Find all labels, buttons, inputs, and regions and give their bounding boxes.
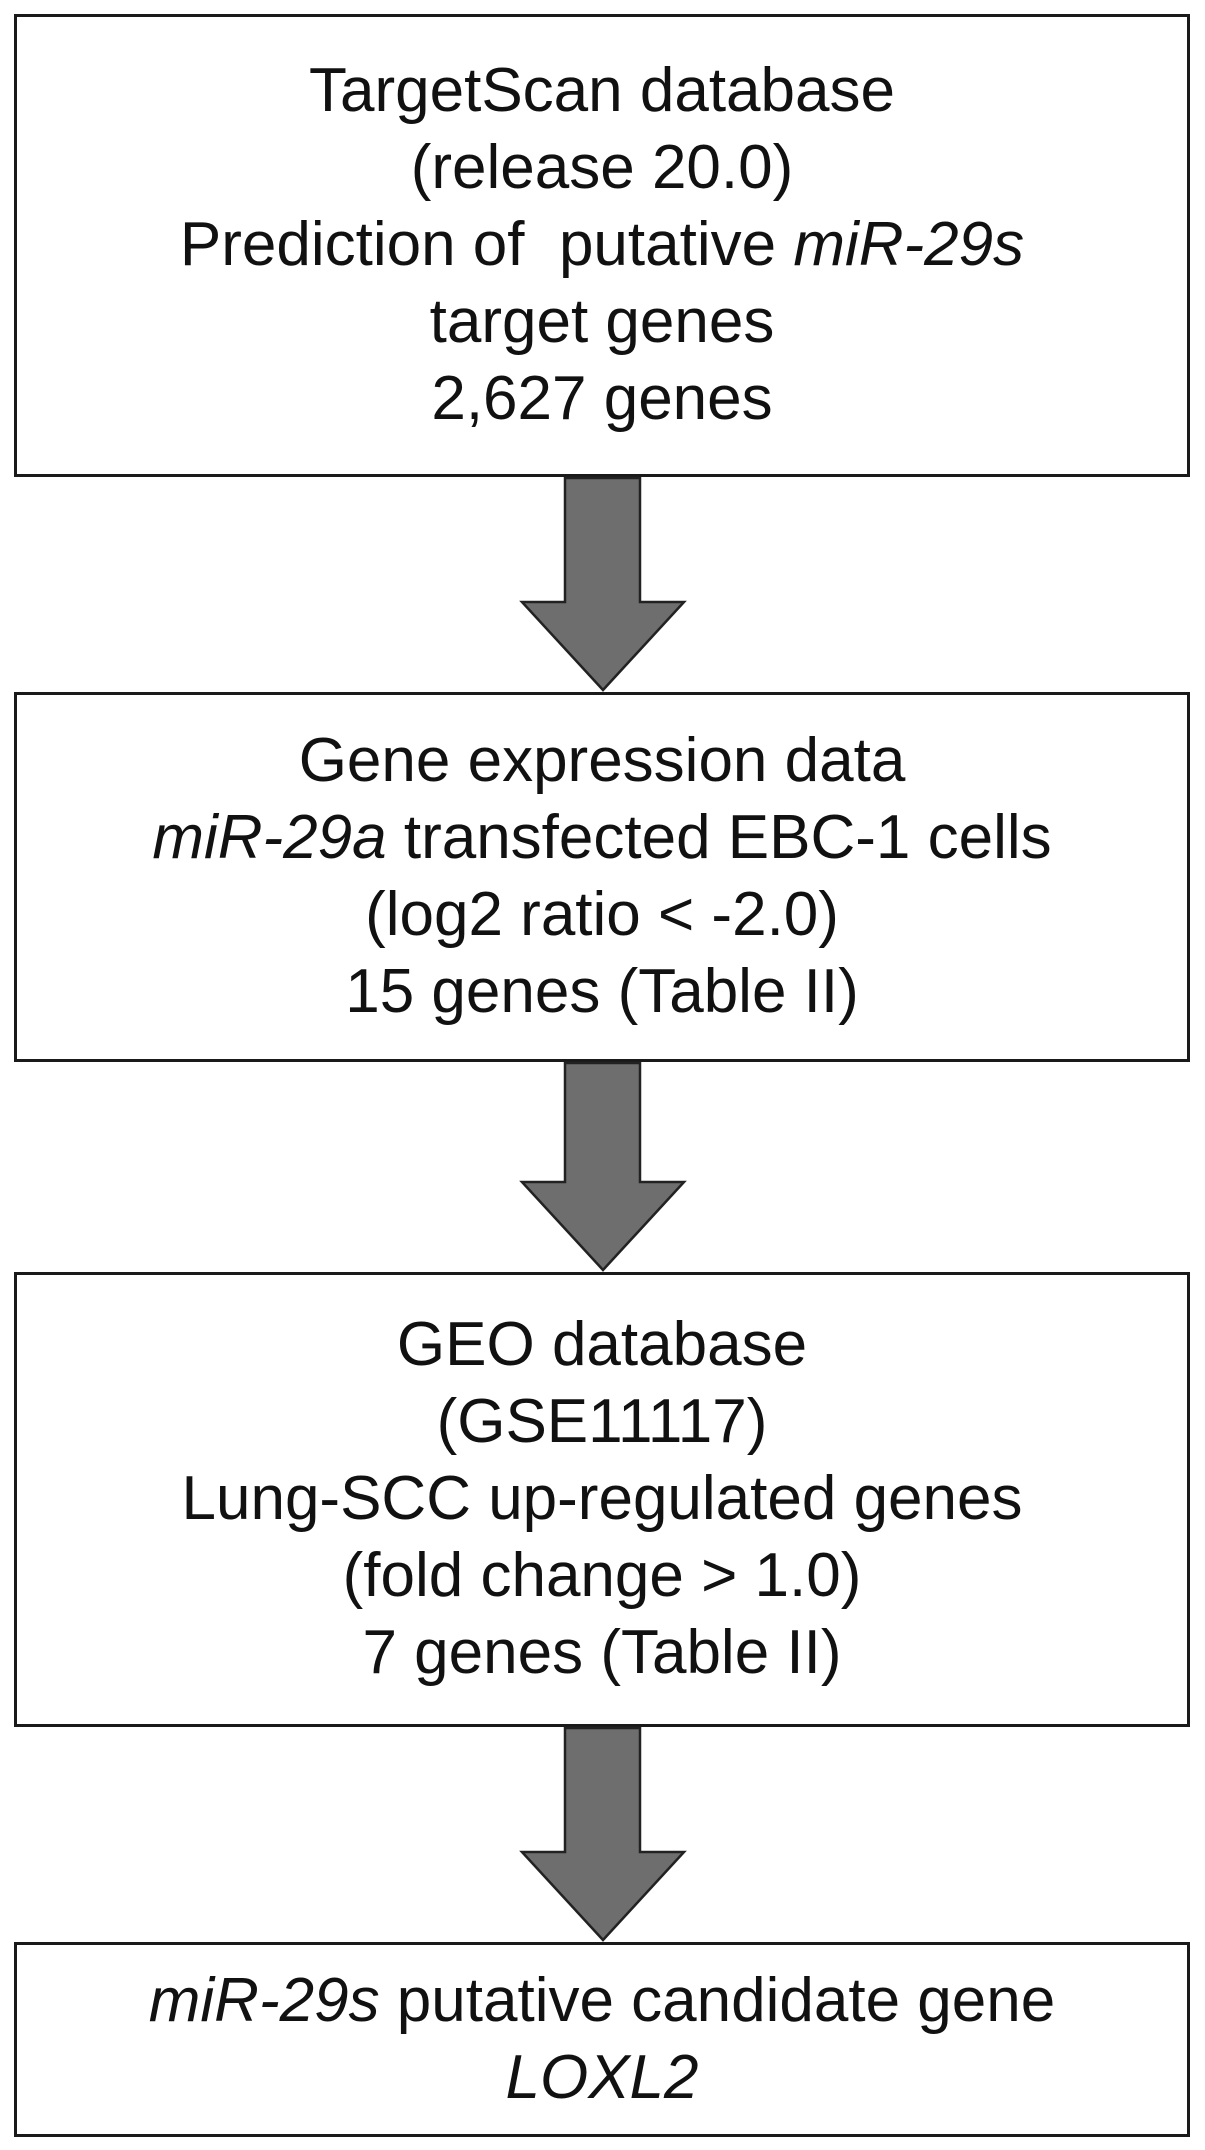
box-line: Prediction of putative miR-29s [180,207,1024,284]
box-line: GEO database [397,1307,807,1384]
box-line: target genes [430,284,775,361]
line-text: Gene expression data [298,726,906,796]
line-text-italic: LOXL2 [505,2042,699,2112]
line-text: (fold change > 1.0) [342,1540,862,1610]
box-line: (log2 ratio < -2.0) [365,877,839,954]
box-line: miR-29a transfected EBC-1 cells [152,800,1051,877]
line-text-italic: miR-29s [148,1965,380,2035]
line-text: (GSE11117) [436,1387,768,1457]
box-line: Gene expression data [299,723,906,800]
box-line: (fold change > 1.0) [343,1538,862,1615]
box-line: LOXL2 [505,2040,698,2117]
step-box-targetscan: TargetScan database (release 20.0) Predi… [14,14,1190,477]
line-text: (release 20.0) [410,133,794,203]
down-arrow-shape [519,476,687,692]
line-text-italic: miR-29s [793,210,1025,280]
box-line: 2,627 genes [431,361,772,438]
line-text: transfected EBC-1 cells [386,803,1052,873]
box-line: miR-29s putative candidate gene [149,1963,1055,2040]
line-text: Prediction of putative [179,210,794,280]
down-arrow-icon [519,476,687,692]
line-text: TargetScan database [309,56,895,126]
line-text: GEO database [396,1310,808,1380]
step-box-geo-database: GEO database (GSE11117) Lung-SCC up-regu… [14,1272,1190,1727]
line-text: (log2 ratio < -2.0) [365,880,839,949]
line-text: putative candidate gene [379,1965,1056,2035]
box-line: 15 genes (Table II) [345,954,859,1031]
line-text: 2,627 genes [431,363,773,433]
down-arrow-shape [519,1726,687,1942]
box-line: (GSE11117) [437,1384,768,1461]
line-text: 7 genes (Table II) [362,1617,842,1687]
step-box-candidate-gene: miR-29s putative candidate gene LOXL2 [14,1942,1190,2137]
box-line: TargetScan database [309,53,895,130]
down-arrow-icon [519,1726,687,1942]
down-arrow-icon [519,1061,687,1272]
line-text: Lung-SCC up-regulated genes [181,1464,1023,1534]
box-line: (release 20.0) [411,130,794,207]
box-line: Lung-SCC up-regulated genes [182,1461,1023,1538]
line-text-italic: miR-29a [152,803,387,873]
box-line: 7 genes (Table II) [362,1615,841,1692]
line-text: 15 genes (Table II) [345,956,859,1026]
step-box-gene-expression: Gene expression data miR-29a transfected… [14,692,1190,1062]
down-arrow-shape [519,1061,687,1272]
line-text: target genes [429,286,775,356]
